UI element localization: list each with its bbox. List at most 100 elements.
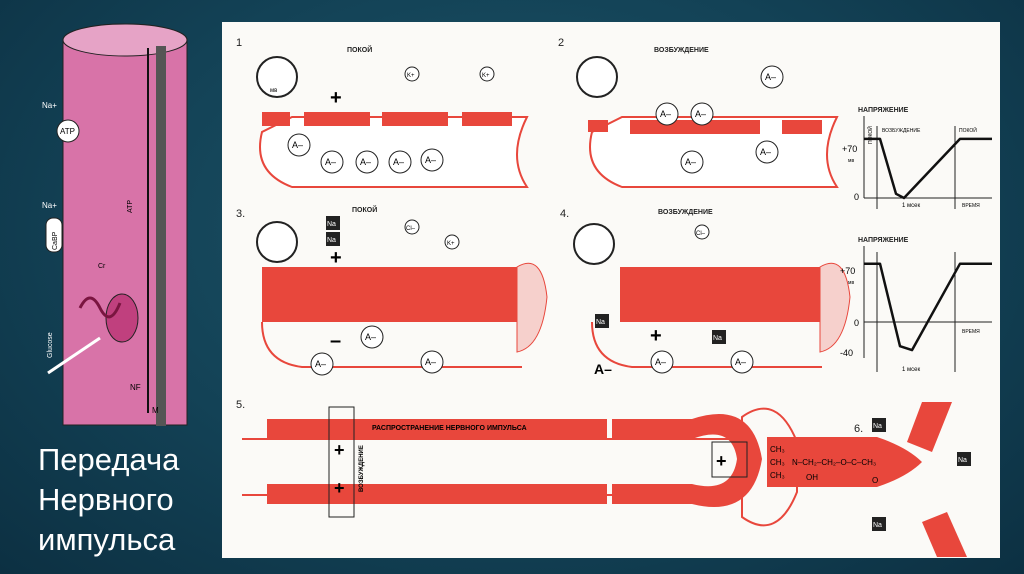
diagram-label: 4. bbox=[560, 208, 569, 220]
diagram-label: A– bbox=[655, 357, 666, 367]
title-line: Нервного bbox=[38, 482, 174, 517]
diagram-shape bbox=[262, 112, 290, 126]
diagram-shape bbox=[819, 262, 851, 353]
diagram-label: A– bbox=[365, 332, 376, 342]
diagram-label: ВОЗБУЖДЕНИЕ bbox=[654, 47, 709, 54]
atp-label: ATP bbox=[60, 127, 75, 136]
diagram-label: A– bbox=[292, 140, 303, 150]
diagram-shape bbox=[589, 116, 839, 188]
diagram-shape bbox=[444, 234, 460, 250]
diagram-label: A– bbox=[765, 72, 776, 82]
diagram-shape bbox=[355, 150, 379, 174]
chart2-ytick-70: +70 bbox=[840, 266, 855, 276]
cabp-label: CaBP bbox=[52, 231, 59, 250]
title-line: Передача bbox=[38, 442, 180, 477]
diagram-label: 1 bbox=[236, 37, 242, 49]
atp-label-2: ATP bbox=[127, 200, 134, 213]
diagram-shape bbox=[655, 102, 679, 126]
diagram-shape bbox=[462, 112, 512, 126]
panel-1-rest: 1 ПОКОЙ мв + A– A– A– A– A– K+ K+ bbox=[236, 37, 529, 188]
diagram-panel: 1 ПОКОЙ мв + A– A– A– A– A– K+ K+ 2 ВОЗБ… bbox=[222, 22, 1000, 558]
diagram-label: Na bbox=[327, 237, 336, 244]
diagram-label: A– bbox=[393, 157, 404, 167]
voltage-chart-1: НАПРЯЖЕНИЕ ПОКОЙ ВОЗБУЖДЕНИЕ ПОКОЙ +70 м… bbox=[842, 107, 992, 209]
diagram-label: + bbox=[334, 440, 345, 460]
diagram-shape bbox=[573, 223, 615, 265]
diagram-label: A– bbox=[594, 361, 612, 377]
glucose-label: Glucose bbox=[47, 332, 54, 358]
diagram-shape bbox=[692, 414, 762, 507]
diagram-shape bbox=[782, 120, 822, 134]
diagram-label: + bbox=[334, 478, 345, 498]
chart2-ylabel: НАПРЯЖЕНИЕ bbox=[858, 237, 909, 244]
diagram-label: K+ bbox=[482, 73, 490, 79]
diagram-shape bbox=[730, 350, 754, 374]
diagram-shape bbox=[957, 452, 971, 466]
chart2-ytick-0: 0 bbox=[854, 318, 859, 328]
diagram-label: A– bbox=[360, 157, 371, 167]
diagram-shape bbox=[304, 112, 370, 126]
diagram-shape bbox=[382, 112, 448, 126]
diagram-shape bbox=[588, 120, 608, 132]
na-label: Na+ bbox=[42, 101, 57, 110]
diagram-shape bbox=[872, 418, 886, 432]
excitation-label: ВОЗБУЖДЕНИЕ bbox=[359, 445, 365, 492]
diagram-label: Cl– bbox=[406, 226, 416, 232]
diagram-shape bbox=[310, 352, 334, 376]
diagram-label: Na bbox=[596, 319, 605, 326]
propagation-label: РАСПРОСТРАНЕНИЕ НЕРВНОГО ИМПУЛЬСА bbox=[372, 425, 527, 432]
diagram-label: O bbox=[872, 476, 878, 485]
diagram-shape bbox=[690, 102, 714, 126]
slide-title: Передача Нервного импульса bbox=[38, 440, 179, 560]
diagram-label: CH₃ bbox=[770, 458, 785, 467]
diagram-shape bbox=[326, 232, 340, 246]
panel-4-excitation: 4. ВОЗБУЖДЕНИЕ + A– Na Na A– A– Cl– bbox=[560, 208, 851, 377]
diagram-label: Na bbox=[873, 423, 882, 430]
chart1-xlabel: ВРЕМЯ bbox=[962, 203, 980, 209]
diagram-label: A– bbox=[325, 157, 336, 167]
diagram-label: A– bbox=[425, 155, 436, 165]
diagram-shape bbox=[591, 321, 822, 368]
diagram-shape bbox=[479, 66, 495, 82]
chart1-ytick-0: 0 bbox=[854, 192, 859, 202]
panel-5-propagation: 5. РАСПРОСТРАНЕНИЕ НЕРВНОГО ИМПУЛЬСА ВОЗ… bbox=[236, 399, 798, 527]
diagram-shape bbox=[262, 267, 517, 322]
panel-6-acetylcholine: 6. CH₃ CH₃ CH₃ N–CH₂–CH₂–O–C–CH₃ OH O Na… bbox=[767, 402, 971, 557]
diagram-shape bbox=[712, 330, 726, 344]
diagram-shape bbox=[420, 350, 444, 374]
diagram-label: мв bbox=[270, 88, 277, 94]
title-line: импульса bbox=[38, 522, 176, 557]
diagram-shape bbox=[256, 56, 298, 98]
diagram-shape bbox=[287, 133, 311, 157]
chart2-ytick-minus40: -40 bbox=[840, 348, 853, 358]
diagram-label: K+ bbox=[447, 241, 455, 247]
nerve-impulse-diagram: 1 ПОКОЙ мв + A– A– A– A– A– K+ K+ 2 ВОЗБ… bbox=[236, 37, 992, 557]
diagram-shape bbox=[420, 148, 444, 172]
diagram-label: + bbox=[330, 87, 342, 109]
diagram-label: A– bbox=[685, 157, 696, 167]
diagram-label: A– bbox=[760, 147, 771, 157]
cell-illustration: ATP Na+ CaBP Na+ ATP Cr Glucose NF M bbox=[42, 23, 188, 426]
diagram-label: Na bbox=[958, 457, 967, 464]
panel-2-excitation: 2 ВОЗБУЖДЕНИЕ A– A– A– A– A– bbox=[558, 37, 839, 188]
diagram-label: + bbox=[650, 325, 662, 347]
na-label-2: Na+ bbox=[42, 201, 57, 210]
diagram-label: A– bbox=[315, 359, 326, 369]
diagram-shape bbox=[612, 484, 692, 504]
chart1-phase-rest: ПОКОЙ bbox=[866, 126, 874, 144]
chart1-phase-rest-2: ПОКОЙ bbox=[959, 126, 977, 134]
diagram-shape bbox=[650, 350, 674, 374]
diagram-shape bbox=[760, 65, 784, 89]
diagram-label: 2 bbox=[558, 37, 564, 49]
diagram-shape bbox=[320, 150, 344, 174]
diagram-label: – bbox=[330, 330, 341, 352]
diagram-shape bbox=[256, 221, 298, 263]
diagram-shape bbox=[767, 437, 922, 487]
voltage-chart-2: НАПРЯЖЕНИЕ +70 мв 0 -40 ВРЕМЯ 1 мсек bbox=[840, 237, 992, 373]
diagram-label: CH₃ bbox=[770, 471, 785, 480]
diagram-shape bbox=[261, 321, 522, 368]
diagram-shape bbox=[404, 66, 420, 82]
diagram-label: Na bbox=[713, 335, 722, 342]
diagram-shape bbox=[326, 216, 340, 230]
chart2-xlabel: ВРЕМЯ bbox=[962, 329, 980, 335]
